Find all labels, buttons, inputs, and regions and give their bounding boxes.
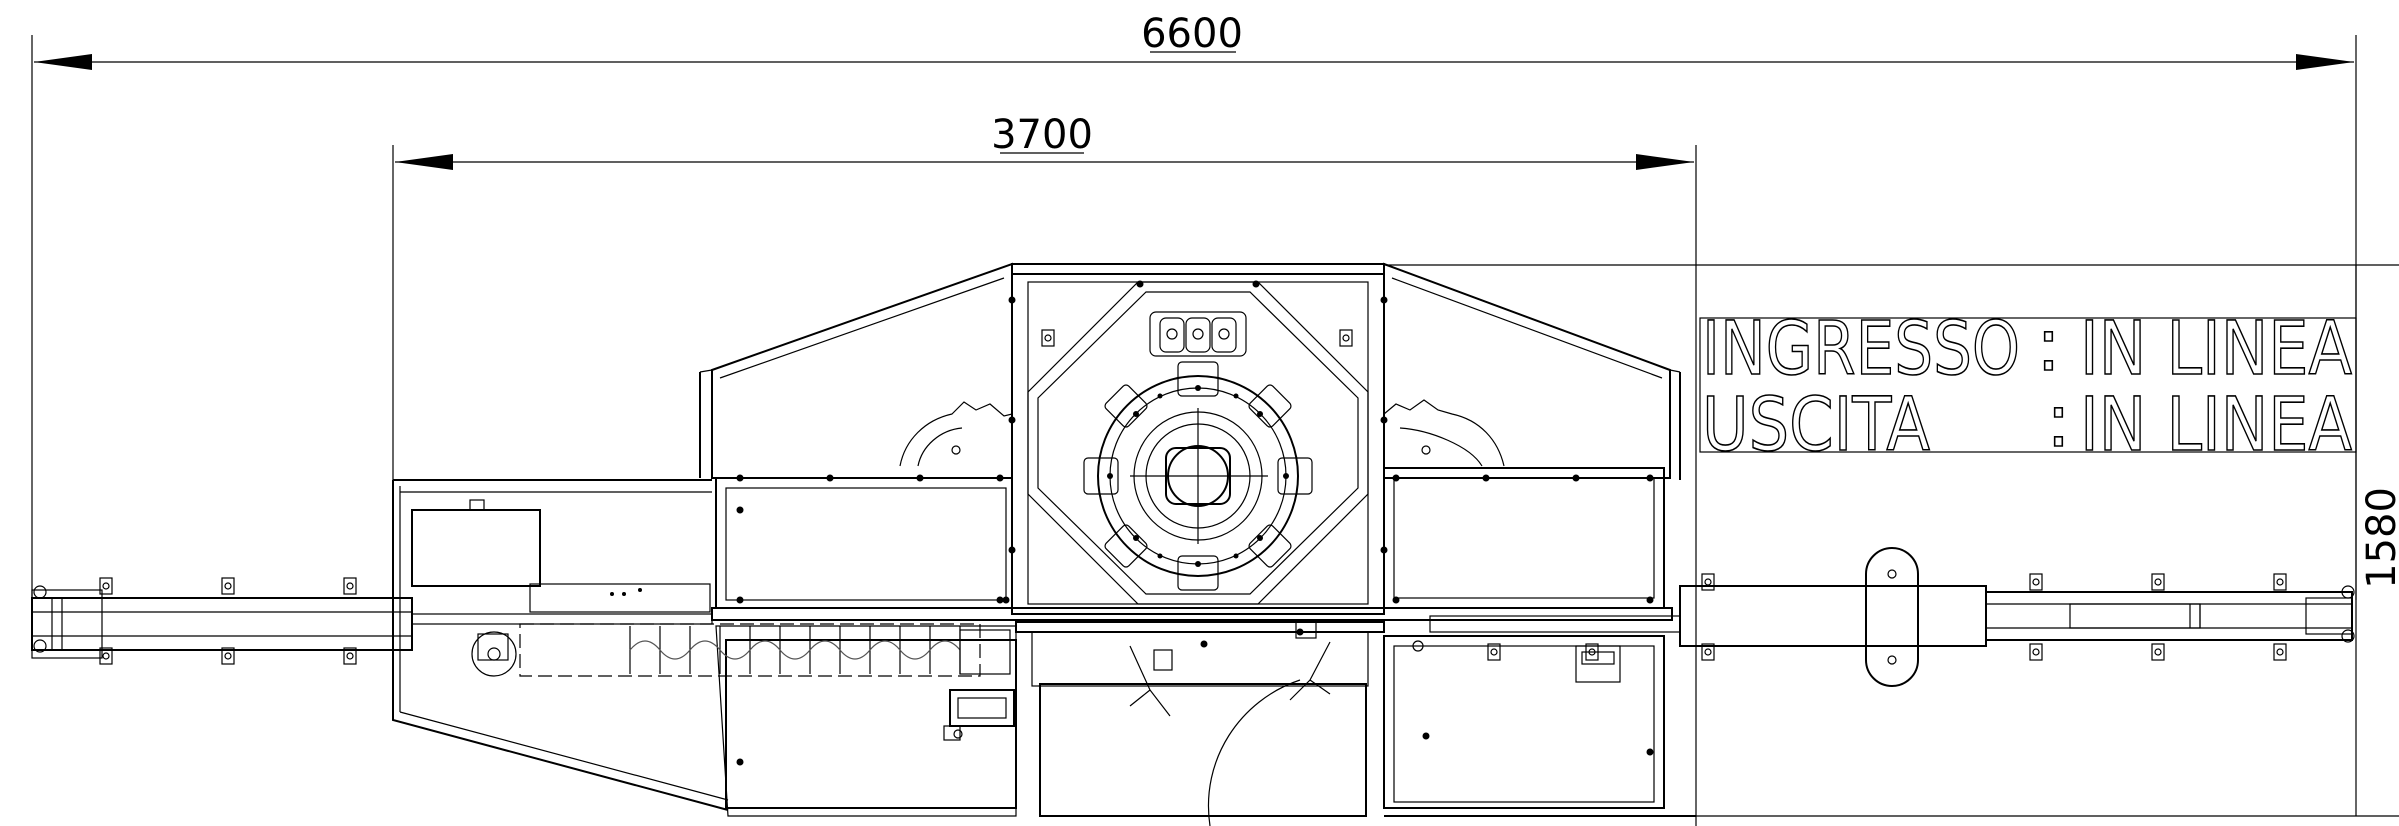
feed-screw bbox=[471, 623, 1011, 677]
legend-row2-key: USCITA bbox=[1702, 382, 1930, 468]
legend-row2-sep: : bbox=[2046, 378, 2071, 464]
legend-row2-value: IN LINEA bbox=[2080, 382, 2352, 468]
legend-box: INGRESSO : IN LINEA USCITA : IN LINEA bbox=[1699, 301, 2357, 469]
outlet-conveyor bbox=[1679, 547, 2355, 687]
legend-row1-key: INGRESSO bbox=[1702, 306, 2020, 392]
legend-row1-value: IN LINEA bbox=[2080, 306, 2352, 392]
machine-frame bbox=[392, 262, 1696, 826]
dimension-machine-label: 3700 bbox=[991, 112, 1093, 158]
inlet-conveyor bbox=[31, 577, 413, 665]
right-star-wheel bbox=[1383, 399, 1505, 467]
rotary-turret bbox=[1083, 311, 1313, 591]
dimension-overall: 6600 bbox=[31, 11, 2357, 600]
dimension-height-label: 1580 bbox=[2359, 487, 2399, 589]
dimension-machine: 3700 bbox=[392, 112, 1697, 826]
left-star-wheel bbox=[899, 401, 1013, 467]
transfer-guides bbox=[711, 607, 1681, 717]
dimension-overall-label: 6600 bbox=[1141, 11, 1243, 57]
panel-rivets bbox=[736, 280, 1654, 766]
motor-unit bbox=[943, 689, 1015, 741]
legend-row1-sep: : bbox=[2036, 302, 2061, 388]
